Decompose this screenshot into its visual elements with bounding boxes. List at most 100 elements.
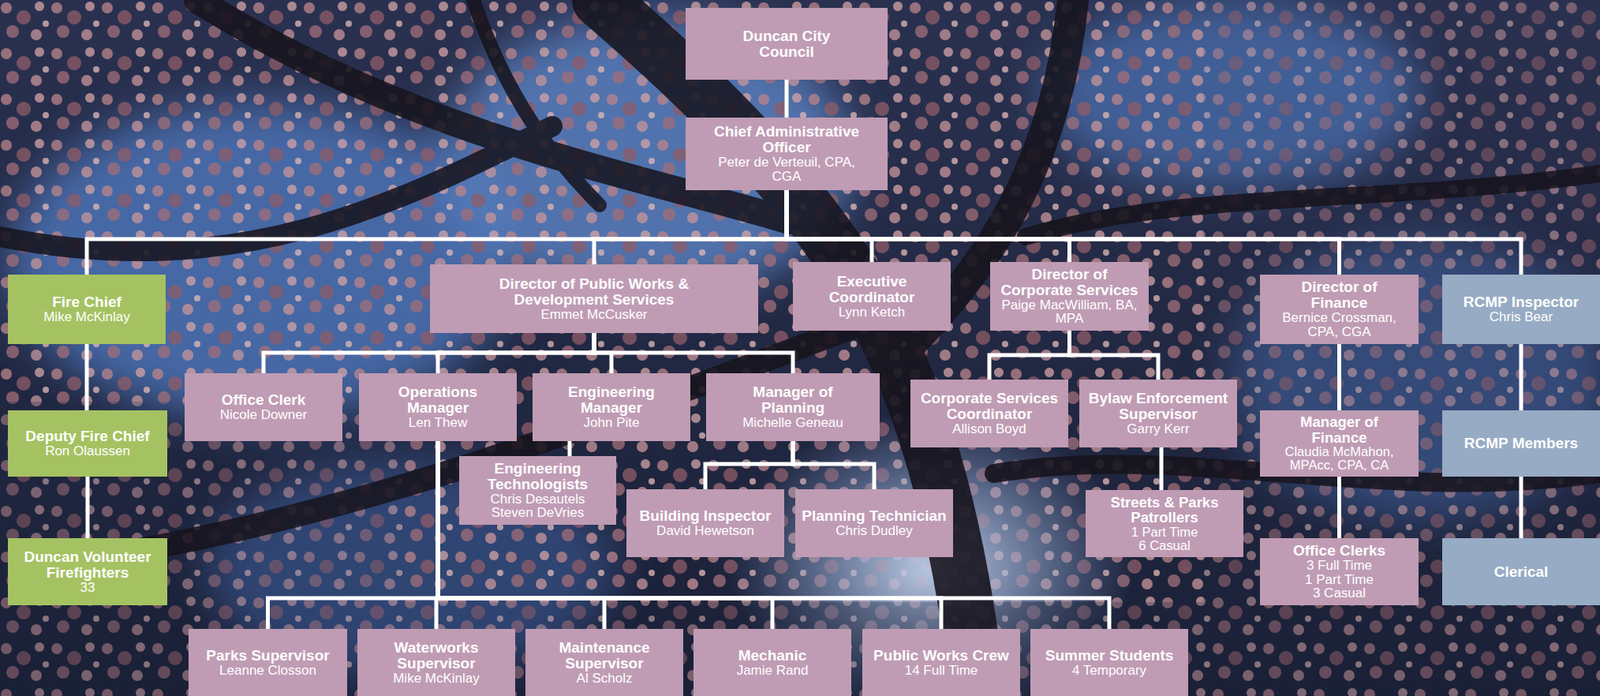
box-detail: 6 Casual (1093, 538, 1236, 553)
box-detail: Nicole Downer (192, 407, 335, 423)
box-title: Planning Technician (798, 508, 950, 524)
org-box: Summer Students4 Temporary (1030, 628, 1189, 696)
connector-line (263, 332, 595, 374)
box-detail: 1 Part Time (1267, 572, 1411, 587)
tree-branch (473, 0, 600, 206)
box-detail: Garry Kerr (1084, 422, 1233, 437)
box-title: Fire Chief (15, 294, 158, 311)
connector-line (268, 441, 439, 629)
connector-line (437, 441, 1110, 629)
box-title: Director of Corporate Services (996, 266, 1143, 299)
box-detail: Leanne Closson (194, 663, 341, 678)
connector-line (1337, 343, 1342, 411)
box-title: Building Inspector (632, 508, 778, 524)
box-detail: Jamie Rand (699, 663, 845, 678)
connector-line (86, 190, 787, 275)
box-detail: Allison Boyd (915, 422, 1064, 437)
org-box: Manager of FinanceClaudia McMahon, MPAcc… (1259, 410, 1419, 477)
box-detail: Chris Bear (1450, 310, 1593, 325)
box-title: Public Works Crew (868, 647, 1014, 664)
box-detail: Lynn Ketch (800, 305, 943, 320)
box-detail: Emmet McCusker (477, 307, 711, 322)
box-title: Director of Public Works & Development S… (477, 276, 711, 308)
connector-line (437, 332, 595, 374)
connector-line (85, 343, 90, 411)
box-title: RCMP Inspector (1450, 294, 1593, 311)
box-detail: Paige MacWilliam, BA, MPA (996, 298, 1143, 327)
connector-line (792, 441, 875, 490)
box-title: Maintenance Supervisor (531, 639, 677, 672)
connector-line (85, 476, 90, 539)
org-box: Operations ManagerLen Thew (358, 373, 517, 442)
connector-line (1337, 476, 1342, 539)
box-detail: Al Scholz (531, 671, 677, 686)
org-box: Streets & Parks Patrollers1 Part Time6 C… (1085, 489, 1244, 558)
box-detail: Michelle Geneau (721, 415, 864, 430)
box-title: Corporate Services Coordinator (915, 390, 1064, 423)
box-detail: 1 Part Time (1093, 525, 1236, 539)
box-title: Engineering Technologists (467, 460, 609, 493)
org-box: Corporate Services CoordinatorAllison Bo… (910, 379, 1069, 448)
box-title: Parks Supervisor (194, 647, 341, 664)
box-detail: 33 (15, 580, 160, 595)
box-detail: Len Thew (368, 415, 508, 430)
box-detail: Mike McKinlay (15, 310, 158, 325)
box-title: Engineering Manager (542, 384, 681, 416)
connector-line (1159, 447, 1164, 490)
box-title: Manager of Planning (721, 384, 864, 416)
org-box: MechanicJamie Rand (693, 628, 852, 696)
box-title: Manager of Finance (1274, 414, 1405, 445)
org-box: Parks SupervisorLeanne Closson (188, 628, 348, 696)
box-detail: Steven DeVries (467, 505, 609, 520)
box-title: Executive Coordinator (800, 273, 943, 306)
box-title: Chief Administrative Officer (709, 123, 864, 156)
box-detail: Mike McKinlay (363, 671, 509, 686)
box-title: Duncan City Council (725, 28, 849, 60)
tree-branch (0, 126, 553, 251)
org-box: Director of FinanceBernice Crossman, CPA… (1259, 274, 1419, 344)
box-detail: Bernice Crossman, CPA, CGA (1274, 310, 1405, 340)
box-detail: Claudia McMahon, MPAcc, CPA, CA (1274, 444, 1405, 473)
org-box: Engineering TechnologistsChris Desautels… (459, 456, 617, 525)
box-title: Operations Manager (368, 384, 508, 416)
box-title: Summer Students (1036, 647, 1182, 664)
box-title: Bylaw Enforcement Supervisor (1084, 390, 1233, 423)
box-detail: John Pite (542, 415, 681, 430)
org-box: Duncan Volunteer Firefighters33 (7, 538, 168, 606)
org-box: Building InspectorDavid Hewetson (626, 489, 785, 558)
tree-branch (1025, 173, 1600, 237)
box-title: Waterworks Supervisor (363, 639, 509, 672)
org-box: Planning TechnicianChris Dudley (795, 489, 954, 558)
box-detail: David Hewetson (632, 523, 778, 539)
org-box: Clerical (1442, 538, 1600, 606)
box-detail: 4 Temporary (1036, 663, 1182, 678)
connector-line (594, 332, 793, 374)
org-box: Director of Corporate ServicesPaige MacW… (990, 261, 1149, 331)
org-box: RCMP InspectorChris Bear (1442, 274, 1600, 344)
connector-line (786, 190, 872, 262)
box-detail: Chris Dudley (798, 523, 950, 539)
connector-line (989, 330, 1070, 380)
org-box: Office Clerks3 Full Time1 Part Time3 Cas… (1259, 538, 1419, 606)
box-title: RCMP Members (1450, 435, 1593, 452)
org-box: Bylaw Enforcement SupervisorGarry Kerr (1079, 379, 1238, 448)
box-detail: Chris Desautels (467, 492, 609, 507)
org-box: RCMP Members (1442, 410, 1600, 477)
org-box: Deputy Fire ChiefRon Olaussen (7, 410, 168, 477)
box-detail: 3 Casual (1267, 586, 1411, 601)
connector-line (568, 441, 572, 457)
box-detail: Ron Olaussen (15, 444, 160, 459)
box-title: Clerical (1450, 564, 1593, 580)
box-detail: 14 Full Time (868, 663, 1014, 678)
connector-line (1519, 343, 1524, 411)
org-box: Manager of PlanningMichelle Geneau (706, 373, 880, 442)
box-title: Director of Finance (1274, 279, 1405, 311)
org-box: Office ClerkNicole Downer (184, 373, 343, 442)
org-box: Chief Administrative OfficerPeter de Ver… (685, 117, 888, 191)
org-box: Public Works Crew14 Full Time (862, 628, 1021, 696)
box-title: Streets & Parks Patrollers (1093, 494, 1236, 526)
box-detail: Peter de Verteuil, CPA, CGA (709, 155, 864, 184)
org-box: Fire ChiefMike McKinlay (7, 274, 166, 344)
box-title: Office Clerk (192, 392, 335, 408)
org-box: Waterworks SupervisorMike McKinlay (357, 628, 516, 696)
